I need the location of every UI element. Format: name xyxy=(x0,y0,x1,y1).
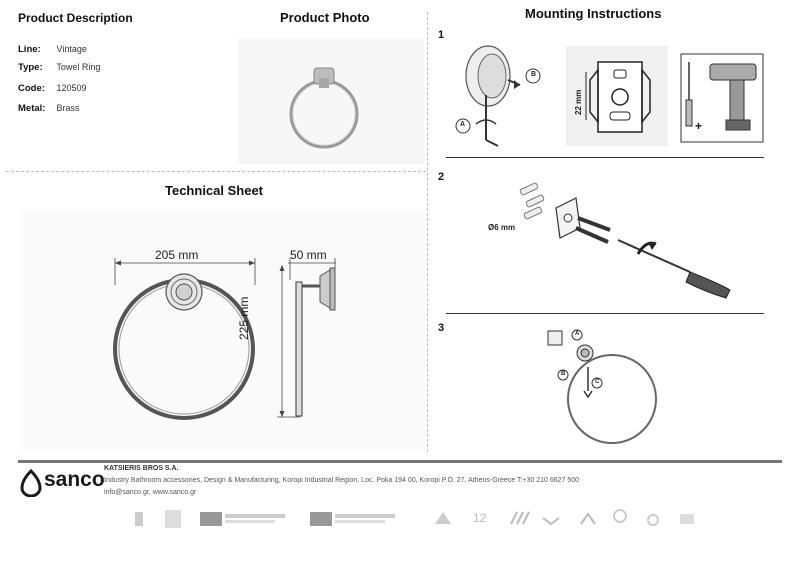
callout-a: A xyxy=(460,121,466,128)
spec-value: Brass xyxy=(56,103,80,113)
spec-row-line: Line: Vintage xyxy=(18,44,87,55)
towel-ring-photo xyxy=(289,67,359,149)
sanco-logo: sanco xyxy=(20,467,105,497)
brand-name: sanco xyxy=(44,468,105,491)
vertical-divider xyxy=(427,12,428,452)
mounting-step-3-svg xyxy=(547,329,657,444)
spec-row-type: Type: Towel Ring xyxy=(18,62,100,73)
mounting-step-1-svg: + xyxy=(455,45,764,147)
footer-rule xyxy=(18,460,782,463)
plate-dimension-label: 22 mm xyxy=(574,89,583,115)
step-number: 3 xyxy=(438,322,445,334)
spec-row-metal: Metal: Brass xyxy=(18,103,80,114)
height-dimension-label: 225 mm xyxy=(237,296,251,340)
company-contact: info@sanco.gr, www.sanco.gr xyxy=(104,489,197,496)
company-name: KATSIERIS BROS S.A. xyxy=(104,465,179,472)
step-divider xyxy=(446,313,764,314)
spec-label: Code: xyxy=(18,83,45,94)
drill-size-label: Ø6 mm xyxy=(488,223,516,232)
spec-label: Type: xyxy=(18,62,43,73)
svg-text:+: + xyxy=(695,119,702,133)
spec-label: Metal: xyxy=(18,103,46,114)
certification-icons: 12 xyxy=(125,504,705,534)
spec-value: Towel Ring xyxy=(56,62,101,72)
callout-b: B xyxy=(561,371,566,377)
spec-value: Vintage xyxy=(56,44,87,54)
technical-sheet-heading: Technical Sheet xyxy=(165,183,264,198)
technical-drawing-svg xyxy=(113,258,336,420)
callout-a: A xyxy=(575,331,580,337)
spec-label: Line: xyxy=(18,44,41,55)
product-description-heading: Product Description xyxy=(18,11,133,25)
svg-text:12: 12 xyxy=(473,511,487,525)
step-2-drawing xyxy=(500,180,760,308)
horizontal-divider xyxy=(6,171,426,172)
step-number: 2 xyxy=(438,171,445,183)
certification-icons-svg: 12 xyxy=(135,509,694,528)
step-3-drawing xyxy=(540,325,670,450)
product-photo xyxy=(238,38,424,164)
depth-dimension-label: 50 mm xyxy=(290,248,327,262)
width-dimension-label: 205 mm xyxy=(155,248,199,262)
mounting-instructions-heading: Mounting Instructions xyxy=(525,6,662,21)
step-number: 1 xyxy=(438,29,445,41)
callout-b: B xyxy=(531,71,537,78)
step-1-drawing: + xyxy=(448,40,768,150)
product-photo-heading: Product Photo xyxy=(280,10,370,25)
callout-c: C xyxy=(595,379,600,385)
company-address: Industry Bathroom accessories, Design & … xyxy=(104,477,580,484)
technical-drawing xyxy=(20,210,425,450)
spec-row-code: Code: 120509 xyxy=(18,83,87,94)
mounting-step-2-svg xyxy=(519,182,731,299)
step-divider xyxy=(446,157,764,158)
sanco-logo-icon xyxy=(20,469,42,497)
spec-value: 120509 xyxy=(56,83,87,93)
